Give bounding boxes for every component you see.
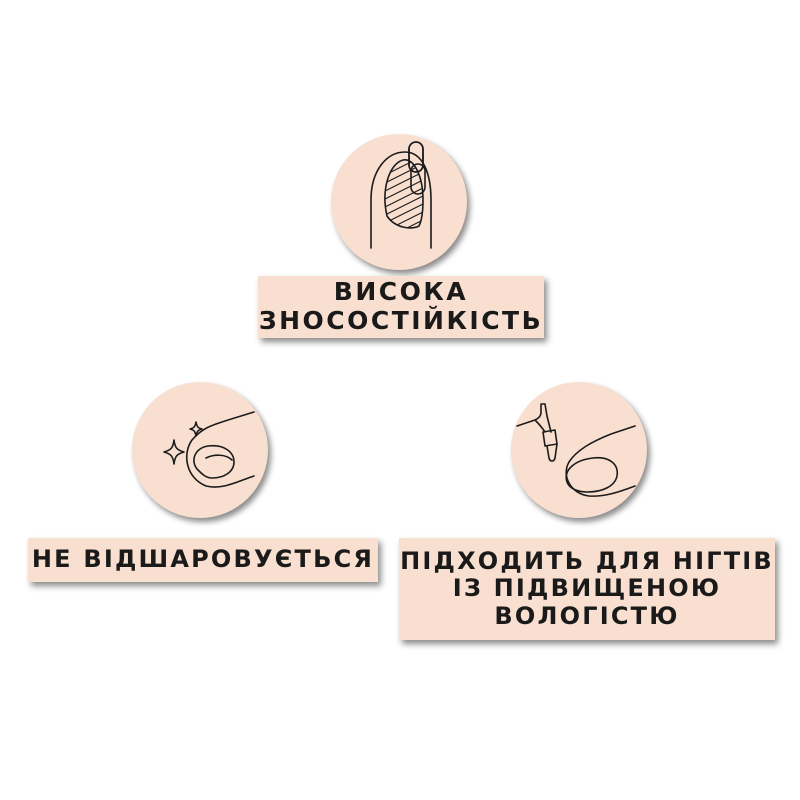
nail-polish-brush-icon: [516, 403, 636, 497]
feature-label-line: ВИСОКА: [333, 277, 469, 307]
feature-label-line: НЕ ВІДШАРОВУЄТЬСЯ: [31, 545, 375, 574]
feature-label-line: ВОЛОГІСТЮ: [494, 601, 680, 630]
shiny-nail-icon: [163, 411, 255, 488]
feature-label-no-peeling: НЕ ВІДШАРОВУЄТЬСЯ: [28, 538, 378, 582]
feature-badge-humidity: [511, 382, 647, 518]
feature-badge-no-peeling: [132, 382, 268, 518]
feature-label-line: ЗНОСОСТІЙКІСТЬ: [258, 306, 544, 335]
feature-label-humidity: ПІДХОДИТЬ ДЛЯ НІГТІВ ІЗ ПІДВИЩЕНОЮ ВОЛОГ…: [399, 538, 775, 640]
feature-label-durability: ВИСОКА ЗНОСОСТІЙКІСТЬ: [258, 276, 544, 338]
feature-label-line: ПІДХОДИТЬ ДЛЯ НІГТІВ: [400, 546, 774, 575]
nail-with-chain-icon: [370, 141, 432, 249]
feature-badge-durability: [331, 134, 467, 270]
feature-label-line: ІЗ ПІДВИЩЕНОЮ: [452, 574, 722, 603]
